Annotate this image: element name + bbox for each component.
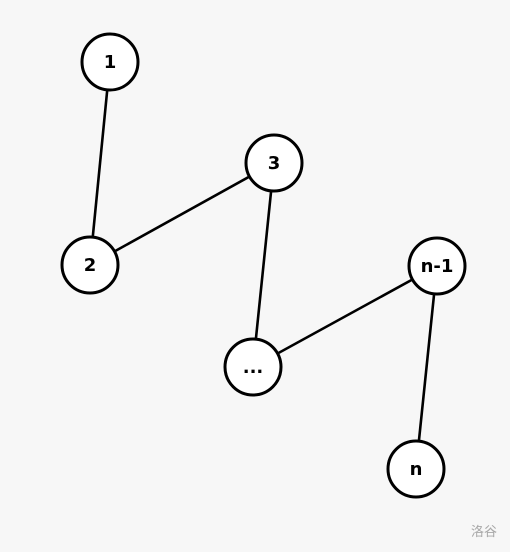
node-circle [80, 32, 140, 92]
node-nn: n [386, 439, 446, 499]
edge-n2-n3 [89, 161, 275, 267]
node-n3: 3 [244, 133, 304, 193]
node-n2: 2 [60, 235, 120, 295]
edges-layer [88, 61, 439, 470]
node-circle [407, 236, 467, 296]
nodes-layer: 1 2 3... n-1 n [60, 32, 467, 499]
edge-n1-n2 [88, 61, 112, 266]
edge-n3-ndots [251, 162, 276, 368]
node-label: 2 [84, 255, 97, 276]
node-label: n-1 [421, 256, 454, 277]
edge-ndots-nm1 [252, 264, 438, 369]
node-label: n [410, 459, 423, 480]
node-label: ... [243, 357, 264, 378]
edge-nm1-nn [414, 265, 439, 470]
node-circle [244, 133, 304, 193]
node-label: 1 [104, 52, 117, 73]
node-nm1: n-1 [407, 236, 467, 296]
watermark: 洛谷 [470, 525, 497, 540]
node-n1: 1 [80, 32, 140, 92]
node-circle [223, 337, 283, 397]
node-ndots: ... [223, 337, 283, 397]
node-circle [386, 439, 446, 499]
node-label: 3 [268, 153, 281, 174]
node-circle [60, 235, 120, 295]
